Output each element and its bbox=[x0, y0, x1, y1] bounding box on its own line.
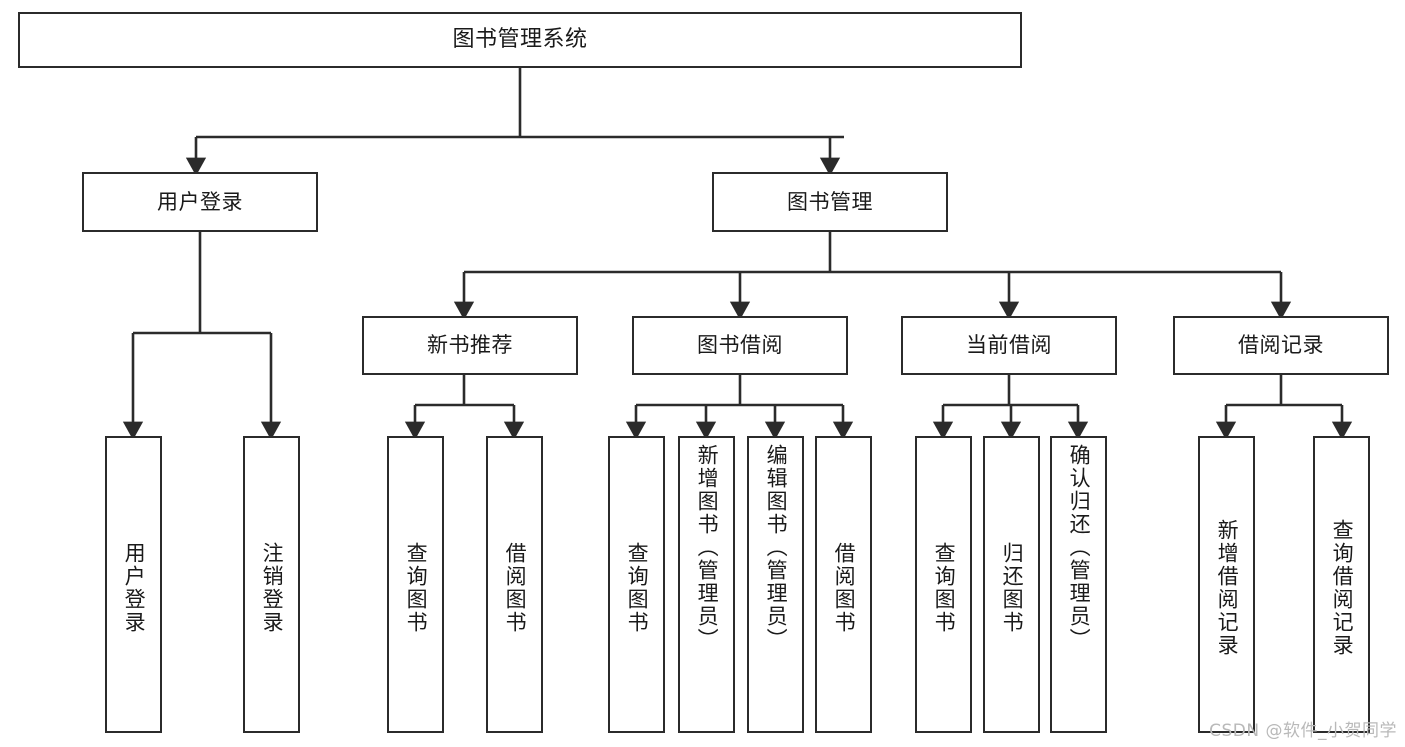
node-label: 确认归还（管理员） bbox=[1067, 444, 1092, 651]
node-label: 查询图书 bbox=[932, 541, 957, 634]
leaf-user-login-signin[interactable]: 用户登录 bbox=[105, 436, 162, 733]
node-label: 新书推荐 bbox=[427, 333, 513, 358]
node-label: 新增图书（管理员） bbox=[695, 444, 720, 651]
node-label: 编辑图书（管理员） bbox=[764, 444, 789, 651]
leaf-borrow-query-books[interactable]: 查询图书 bbox=[608, 436, 665, 733]
leaf-user-login-logout[interactable]: 注销登录 bbox=[243, 436, 300, 733]
node-label: 查询图书 bbox=[404, 541, 429, 634]
node-label: 借阅图书 bbox=[503, 541, 528, 634]
node-label: 查询图书 bbox=[625, 541, 650, 634]
leaf-current-query-books[interactable]: 查询图书 bbox=[915, 436, 972, 733]
node-label: 当前借阅 bbox=[966, 333, 1052, 358]
leaf-record-add-borrow-record[interactable]: 新增借阅记录 bbox=[1198, 436, 1255, 733]
node-label: 图书借阅 bbox=[697, 333, 783, 358]
node-label: 注销登录 bbox=[260, 541, 285, 634]
node-new-book-recommendation[interactable]: 新书推荐 bbox=[362, 316, 578, 375]
watermark-text: CSDN @软件_小贺同学 bbox=[1209, 721, 1397, 741]
node-label: 查询借阅记录 bbox=[1330, 518, 1355, 657]
node-label: 图书管理系统 bbox=[452, 27, 588, 53]
node-book-management[interactable]: 图书管理 bbox=[712, 172, 948, 232]
node-label: 借阅图书 bbox=[832, 541, 857, 634]
leaf-new-book-borrow-books[interactable]: 借阅图书 bbox=[486, 436, 543, 733]
leaf-borrow-edit-book-admin[interactable]: 编辑图书（管理员） bbox=[747, 436, 804, 733]
node-current-borrowing[interactable]: 当前借阅 bbox=[901, 316, 1117, 375]
node-borrowing-record[interactable]: 借阅记录 bbox=[1173, 316, 1389, 375]
node-label: 用户登录 bbox=[157, 189, 243, 214]
leaf-new-book-query-books[interactable]: 查询图书 bbox=[387, 436, 444, 733]
node-label: 归还图书 bbox=[1000, 541, 1025, 634]
node-label: 用户登录 bbox=[122, 541, 147, 634]
node-label: 借阅记录 bbox=[1238, 333, 1324, 358]
leaf-borrow-borrow-books[interactable]: 借阅图书 bbox=[815, 436, 872, 733]
leaf-borrow-add-book-admin[interactable]: 新增图书（管理员） bbox=[678, 436, 735, 733]
leaf-current-return-books[interactable]: 归还图书 bbox=[983, 436, 1040, 733]
node-label: 新增借阅记录 bbox=[1215, 518, 1240, 657]
node-root-book-management-system[interactable]: 图书管理系统 bbox=[18, 12, 1022, 68]
node-user-login[interactable]: 用户登录 bbox=[82, 172, 318, 232]
node-label: 图书管理 bbox=[787, 189, 873, 214]
leaf-record-query-borrow-record[interactable]: 查询借阅记录 bbox=[1313, 436, 1370, 733]
leaf-current-confirm-return-admin[interactable]: 确认归还（管理员） bbox=[1050, 436, 1107, 733]
node-book-borrowing[interactable]: 图书借阅 bbox=[632, 316, 848, 375]
